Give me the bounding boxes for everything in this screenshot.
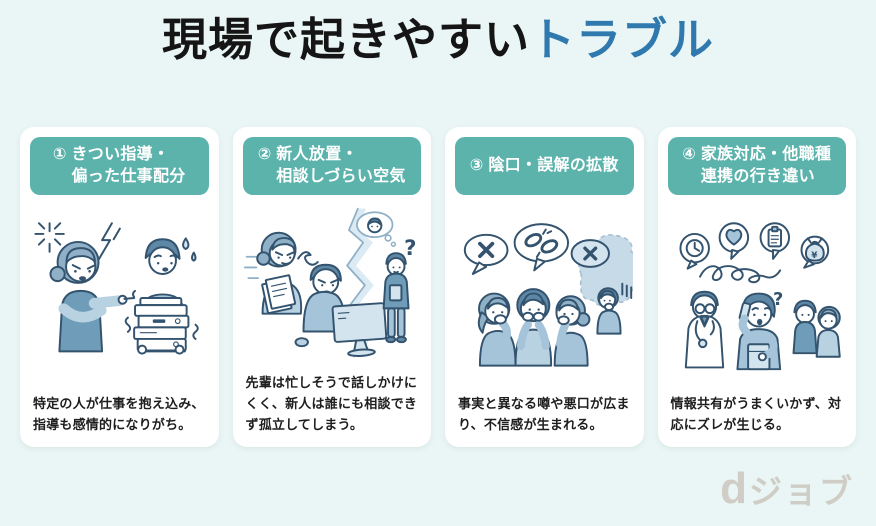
family-member-woman — [815, 305, 841, 358]
card-4-badge: ④ 家族対応・他職種 連携の行き違い — [667, 137, 846, 195]
card-4-title-line-1: 家族対応・他職種 — [700, 145, 832, 163]
tangle-icon — [698, 265, 781, 284]
card-2-illustration-area: ? — [233, 195, 432, 372]
trouble-card-4: ④ 家族対応・他職種 連携の行き違い — [657, 127, 857, 447]
card-1-badge: ① きつい指導・ 偏った仕事配分 — [30, 137, 209, 195]
card-3-illustration-area — [445, 195, 644, 393]
card-3-badge: ③ 陰口・誤解の拡散 — [455, 137, 634, 195]
busy-senior-woman — [243, 232, 302, 316]
stressed-man-with-binders — [124, 237, 199, 355]
trouble-card-1: ① きつい指導・ 偏った仕事配分 — [20, 127, 219, 447]
d-job-logo-d: d — [720, 464, 747, 513]
trouble-cards-row: ① きつい指導・ 偏った仕事配分 — [20, 127, 856, 447]
angry-senior-woman — [49, 240, 136, 353]
cross-bubble-icon — [464, 233, 509, 275]
card-1-title-line-1: きつい指導・ — [71, 145, 170, 163]
stress-lines-icon — [621, 282, 633, 299]
irritated-man-at-monitor — [294, 251, 387, 358]
card-3-title-line-1: 陰口・誤解の拡散 — [488, 156, 619, 174]
checklist-icon — [759, 222, 790, 260]
card-4-number: ④ — [682, 145, 696, 163]
heart-icon — [718, 222, 749, 260]
thought-bubble-icon — [355, 211, 396, 248]
card-2-title-line-2: 相談しづらい空気 — [276, 168, 406, 185]
trouble-card-2: ② 新人放置・ 相談しづらい空気 — [232, 127, 432, 447]
card-2-description: 先輩は忙しそうで話しかけにくく、新人は誰にも相談できず孤立してしまう。 — [245, 374, 418, 432]
doctor — [684, 290, 724, 369]
trouble-card-3: ③ 陰口・誤解の拡散 — [445, 127, 644, 447]
money-bag-icon: ¥ — [800, 235, 829, 269]
monitor — [331, 302, 387, 358]
illustration-gossip-spread — [464, 223, 634, 367]
card-1-description: 特定の人が仕事を抱え込み、指導も感情的になりがち。 — [33, 395, 205, 432]
whispering-woman-left — [478, 292, 517, 367]
lightning-icon — [97, 222, 122, 261]
d-job-logo: d ジョブ — [720, 464, 854, 514]
binder-stack — [133, 296, 190, 352]
card-4-illustration-area: ¥ ? — [658, 195, 857, 393]
d-job-logo-text: ジョブ — [749, 473, 854, 510]
card-1-title-line-2: 偏った仕事配分 — [71, 168, 186, 185]
illustration-newcomer-isolated: ? — [243, 208, 416, 358]
card-3-description: 事実と異なる噂や悪口が広まり、不信感が生まれる。 — [458, 395, 630, 432]
shake-lines-icon — [124, 289, 199, 340]
anger-spark-icon — [34, 222, 66, 253]
page-title-accent: トラブル — [530, 14, 715, 65]
newcomer-standing — [382, 252, 410, 344]
speed-lines-icon — [243, 256, 259, 280]
card-4-description: 情報共有がうまくいかず、対応にズレが生じる。 — [670, 395, 842, 432]
mouse — [294, 337, 309, 348]
page-title: 現場で起きやすいトラブル — [0, 14, 876, 66]
card-4-title-line-2: 連携の行き違い — [700, 168, 815, 185]
card-2-badge: ② 新人放置・ 相談しづらい空気 — [242, 137, 421, 195]
cross-bubble-2-icon — [570, 239, 611, 268]
broken-chain-icon — [513, 223, 570, 272]
illustration-harsh-guidance — [34, 222, 199, 355]
whispering-woman-center — [514, 288, 553, 367]
papers — [260, 274, 296, 315]
page-title-black: 現場で起きやすい — [161, 14, 530, 65]
clock-icon — [679, 232, 710, 270]
card-1-illustration-area — [20, 195, 219, 393]
card-2-number: ② — [257, 145, 272, 163]
sweat-drop-icon — [182, 237, 197, 262]
card-1-number: ① — [52, 145, 67, 163]
stethoscope-icon — [694, 320, 715, 349]
card-2-title-line-1: 新人放置・ — [276, 145, 358, 163]
family-member-man — [792, 299, 818, 355]
card-3-number: ③ — [469, 156, 484, 174]
question-mark-icon: ? — [773, 289, 783, 310]
whispering-woman-right — [553, 295, 591, 367]
clipboard — [388, 284, 403, 302]
staff-on-phone — [736, 292, 781, 371]
question-mark-icon: ? — [404, 236, 416, 261]
distressed-woman-in-fog — [596, 282, 633, 335]
svg-text:¥: ¥ — [811, 251, 818, 261]
scribble-icon — [296, 251, 319, 267]
illustration-family-coordination: ¥ ? — [679, 222, 841, 371]
